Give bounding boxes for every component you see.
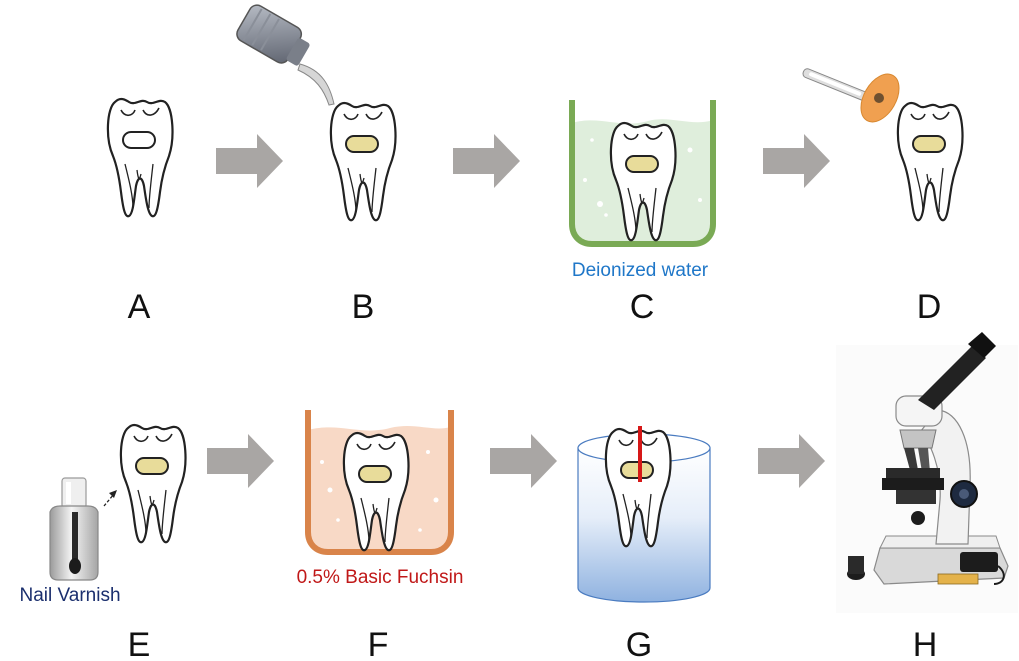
- restoration: [913, 136, 945, 152]
- arrow-e-f: [207, 434, 274, 488]
- cavity-preparation: [123, 132, 155, 148]
- arrow-f-g: [490, 434, 557, 488]
- step-b-tooth: [331, 103, 396, 220]
- restoration: [136, 458, 168, 474]
- arrow-a-b: [216, 134, 283, 188]
- step-e-tooth: [121, 425, 186, 542]
- step-letter-d: D: [917, 288, 942, 326]
- restoration: [359, 466, 391, 482]
- light-curing-unit-icon: [234, 2, 334, 105]
- step-letter-a: A: [128, 288, 151, 326]
- step-letter-c: C: [630, 288, 655, 326]
- caption-nail-varnish: Nail Varnish: [19, 585, 120, 606]
- arrow-c-d: [763, 134, 830, 188]
- caption-basic-fuchsin: 0.5% Basic Fuchsin: [297, 567, 464, 588]
- restoration: [346, 136, 378, 152]
- restoration: [621, 462, 653, 478]
- caption-deionized-water: Deionized water: [572, 260, 709, 281]
- application-arrowhead: [109, 490, 117, 498]
- nail-varnish-bottle-icon: [50, 478, 98, 580]
- step-letter-h: H: [913, 626, 938, 661]
- step-letter-g: G: [626, 626, 652, 661]
- step-letter-f: F: [368, 626, 389, 661]
- step-a-tooth: [108, 99, 173, 216]
- polishing-disc-icon: [802, 67, 907, 128]
- arrow-b-c: [453, 134, 520, 188]
- microscope-icon: [836, 332, 1018, 613]
- step-d-tooth: [898, 103, 963, 220]
- restoration: [626, 156, 658, 172]
- step-letter-b: B: [352, 288, 375, 326]
- arrow-g-h: [758, 434, 825, 488]
- step-letter-e: E: [128, 626, 151, 661]
